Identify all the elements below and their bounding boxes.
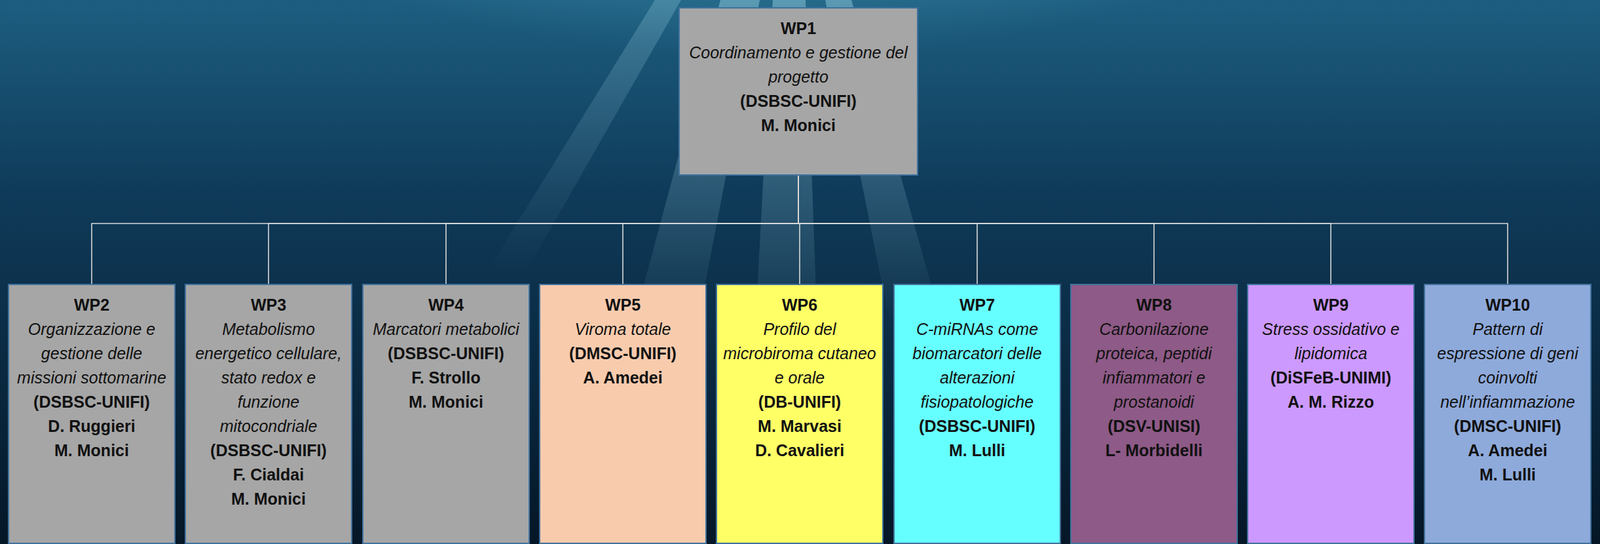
partner-unit: (DB-UNIFI): [721, 389, 879, 414]
tree-connector: [798, 175, 1331, 284]
wp-number: WP6: [721, 292, 879, 317]
tree-connector: [798, 175, 1154, 284]
work-package-box: WP7C-miRNAs come biomarcatori delle alte…: [893, 283, 1061, 544]
wp-number: WP3: [189, 292, 348, 317]
tree-connector: [268, 175, 799, 284]
tree-connector: [446, 175, 799, 284]
wp-title: Organizzazione e gestione delle missioni…: [13, 316, 171, 390]
person-name: M. Monici: [683, 113, 913, 138]
partner-unit: (DSV-UNISI): [1075, 413, 1233, 439]
wp-number: WP10: [1429, 292, 1587, 317]
partner-unit: (DSBSC-UNIFI): [367, 341, 525, 366]
work-package-box: WP6Profilo del microbiroma cutaneo e ora…: [715, 283, 884, 544]
partner-unit: (DMSC-UNIFI): [544, 341, 702, 366]
wp-title: Pattern di espressione di geni coinvolti…: [1429, 316, 1587, 414]
wp-number: WP9: [1252, 292, 1410, 317]
wp-number: WP8: [1075, 292, 1233, 317]
tree-connector: [798, 175, 800, 284]
work-package-box: WP10Pattern di espressione di geni coinv…: [1423, 283, 1592, 544]
tree-connector: [622, 175, 799, 284]
wp-title: Carbonilazione proteica, peptidi infiamm…: [1075, 316, 1233, 414]
person-name: A. Amedei: [1429, 438, 1587, 463]
wp-title: Coordinamento e gestione del progetto: [683, 40, 913, 90]
wp-title: Profilo del microbiroma cutaneo e orale: [721, 316, 879, 390]
wp-number: WP5: [544, 292, 702, 317]
wp-title: C-miRNAs come biomarcatori delle alteraz…: [898, 316, 1056, 414]
wp-number: WP7: [898, 292, 1056, 317]
person-name: M. Monici: [367, 389, 525, 414]
tree-connector: [798, 175, 978, 284]
partner-unit: (DSBSC-UNIFI): [683, 89, 913, 114]
person-name: L- Morbidelli: [1075, 438, 1233, 463]
coordination-box: WP1Coordinamento e gestione del progetto…: [678, 7, 919, 176]
wp-number: WP1: [683, 16, 913, 41]
wp-title: Metabolismo energetico cellulare, stato …: [189, 316, 348, 439]
person-name: F. Cialdai: [189, 462, 348, 487]
person-name: M. Lulli: [898, 438, 1056, 463]
person-name: A. Amedei: [544, 365, 702, 390]
wp-title: Stress ossidativo e lipidomica: [1252, 316, 1410, 366]
person-name: M. Monici: [13, 438, 171, 463]
person-name: M. Monici: [189, 486, 348, 511]
tree-connector: [91, 175, 799, 284]
work-package-box: WP4Marcatori metabolici(DSBSC-UNIFI)F. S…: [362, 283, 530, 544]
work-package-box: WP3Metabolismo energetico cellulare, sta…: [184, 283, 353, 544]
wp-title: Viroma totale: [544, 316, 702, 342]
work-package-box: WP5Viroma totale(DMSC-UNIFI)A. Amedei: [539, 283, 707, 544]
person-name: D. Cavalieri: [721, 438, 879, 463]
work-package-box: WP2Organizzazione e gestione delle missi…: [7, 283, 176, 544]
tree-connector: [798, 175, 1508, 284]
wp-title: Marcatori metabolici: [367, 316, 525, 342]
person-name: A. M. Rizzo: [1252, 389, 1410, 414]
person-name: M. Marvasi: [721, 413, 879, 439]
wp-number: WP4: [367, 292, 525, 317]
partner-unit: (DSBSC-UNIFI): [898, 413, 1056, 439]
work-package-box: WP8Carbonilazione proteica, peptidi infi…: [1070, 283, 1238, 544]
person-name: D. Ruggieri: [13, 413, 171, 439]
partner-unit: (DSBSC-UNIFI): [189, 438, 348, 463]
light-ray: [484, 0, 682, 276]
work-package-box: WP9Stress ossidativo e lipidomica(DiSFeB…: [1246, 283, 1415, 544]
partner-unit: (DSBSC-UNIFI): [13, 389, 171, 414]
partner-unit: (DMSC-UNIFI): [1429, 413, 1587, 439]
person-name: F. Strollo: [367, 365, 525, 390]
partner-unit: (DiSFeB-UNIMI): [1252, 365, 1410, 390]
wp-number: WP2: [13, 292, 171, 317]
person-name: M. Lulli: [1429, 462, 1587, 487]
